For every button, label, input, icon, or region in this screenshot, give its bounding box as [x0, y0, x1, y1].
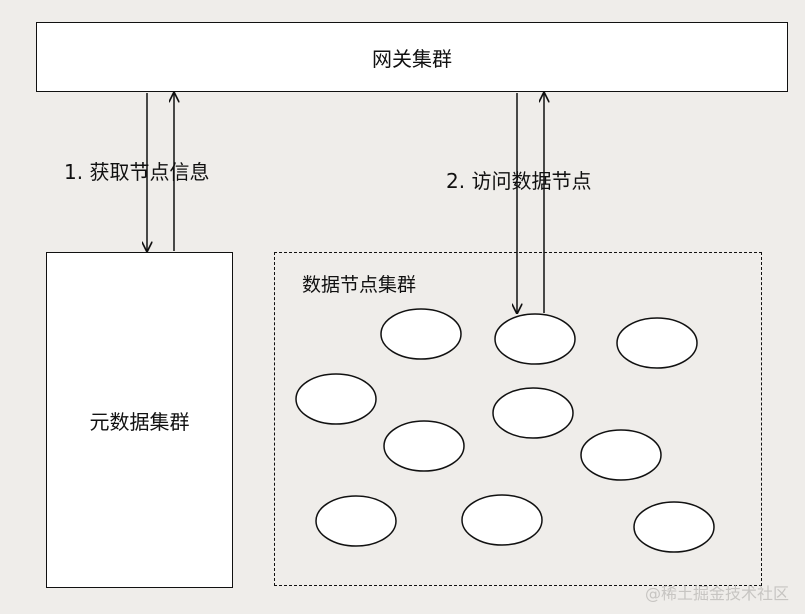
- data-node: [494, 313, 576, 365]
- data-node: [633, 501, 715, 553]
- data-node-cluster-label: 数据节点集群: [302, 274, 417, 296]
- metadata-cluster-label: 元数据集群: [89, 409, 190, 434]
- data-node-cluster-box: [274, 252, 762, 586]
- gateway-cluster-box: 网关集群: [36, 22, 788, 92]
- data-node: [461, 494, 543, 546]
- gateway-cluster-label: 网关集群: [372, 46, 452, 71]
- data-node: [492, 387, 574, 439]
- data-node: [580, 429, 662, 481]
- data-node: [380, 308, 462, 360]
- fetch-node-info-label: 1. 获取节点信息: [64, 160, 210, 184]
- data-node: [315, 495, 397, 547]
- metadata-cluster-box: 元数据集群: [46, 252, 233, 588]
- data-node: [295, 373, 377, 425]
- access-data-nodes-label: 2. 访问数据节点: [446, 169, 592, 193]
- watermark: @稀土掘金技术社区: [644, 584, 789, 603]
- data-node: [616, 317, 698, 369]
- data-node: [383, 420, 465, 472]
